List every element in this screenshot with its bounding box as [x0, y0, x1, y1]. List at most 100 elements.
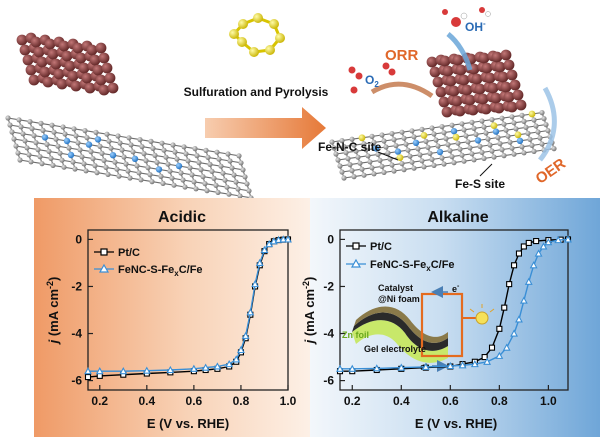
acidic-legend-fenc: FeNC-S-FexC/Fe: [118, 264, 203, 278]
alkaline-legend-fenc-marker: [350, 258, 362, 268]
alkaline-ytick-label: 0: [327, 232, 334, 246]
acidic-fenc-point: [225, 359, 234, 368]
alkaline-fenc-point: [510, 329, 518, 337]
alkaline-fenc-point: [336, 364, 344, 372]
acidic-fenc-point: [279, 235, 288, 243]
alkaline-ptc-point: [496, 325, 503, 332]
alkaline-fenc-point: [534, 249, 543, 257]
alkaline-fenc-point: [495, 351, 504, 359]
acidic-fenc-point: [255, 258, 264, 266]
alkaline-ytick-label: -6: [323, 374, 334, 388]
alkaline-ytick-label: -2: [323, 279, 334, 293]
alkaline-ticks: 0.2 0.4 0.6 0.8 1.0 0 -2 -4 -6: [323, 232, 557, 408]
acidic-xlabel: E (V vs. RHE): [147, 416, 229, 431]
alkaline-ptc-point: [506, 281, 513, 288]
inset-zn-foil: [352, 320, 448, 363]
alkaline-fenc-point: [524, 277, 533, 285]
acidic-ylabel: j (mA cm-2): [45, 277, 61, 346]
alkaline-xtick-label: 0.4: [393, 394, 410, 408]
alkaline-title: Alkaline: [427, 209, 488, 226]
alkaline-fenc-point: [539, 242, 548, 250]
acidic-legend: Pt/C FeNC-S-FexC/Fe: [94, 247, 203, 278]
alkaline-fenc-point: [554, 235, 563, 244]
acidic-fenc-point: [284, 235, 292, 243]
acidic-fenc-point: [251, 279, 259, 288]
alkaline-fenc-point: [446, 361, 455, 370]
alkaline-ptc-point: [511, 262, 518, 269]
alkaline-fenc-point: [564, 235, 572, 243]
alkaline-fenc-point: [529, 261, 538, 269]
inset-gel-electrolyte: [352, 312, 448, 351]
acidic-ptc-point: [84, 374, 92, 381]
alkaline-ptc-point: [533, 238, 540, 245]
alkaline-fenc-point: [544, 238, 553, 246]
alkaline-ptc-point: [525, 239, 532, 246]
inset-catalyst-label: Catalyst: [378, 283, 413, 293]
process-arrow: [205, 107, 326, 149]
carbon-sheet-right: [329, 110, 557, 181]
acidic-fenc-point: [142, 366, 151, 374]
alkaline-fenc-point: [458, 361, 467, 369]
acidic-ytick-label: -6: [71, 374, 82, 388]
fe-cluster-left: [16, 32, 119, 96]
oh-label: OH-: [465, 19, 486, 34]
acidic-legend-ptc-marker: [100, 248, 108, 256]
acidic-fenc-point: [119, 367, 128, 375]
lightbulb-icon: [469, 304, 495, 325]
alkaline-xtick-label: 0.6: [442, 394, 459, 408]
inset-catalyst-layer: [354, 306, 448, 343]
acidic-xtick-label: 1.0: [280, 394, 297, 408]
alkaline-ptc-point: [515, 250, 523, 257]
orr-arrow: [370, 81, 434, 99]
fenc-site-pointer: [377, 151, 399, 161]
fes-site-label: Fe-S site: [455, 177, 505, 191]
acidic-fenc-point: [213, 362, 222, 370]
inset-gel-label: Gel electrolyte: [364, 344, 426, 354]
acidic-fenc-point: [189, 364, 198, 372]
o2-label: O2: [365, 73, 379, 89]
alkaline-fenc-point: [502, 343, 511, 351]
hydroxide-molecule: OH-: [442, 7, 491, 34]
left-catalyst-structure: [5, 32, 254, 201]
oxygen-molecule: O2: [348, 62, 396, 94]
alkaline-series: [336, 235, 572, 375]
oh-arrow: [446, 32, 473, 71]
acidic-fenc-point: [241, 331, 250, 339]
alkaline-xtick-label: 1.0: [540, 394, 557, 408]
alkaline-xtick-label: 0.2: [344, 394, 361, 408]
acidic-fenc-point: [260, 245, 269, 254]
acidic-series: [84, 235, 292, 381]
alkaline-inset: e- e- Catalyst @Ni foam Zn foil Gel elec…: [342, 283, 495, 372]
alkaline-chart: 0.2 0.4 0.6 0.8 1.0 0 -2 -4 -6 e- e- Catalyst @N…: [301, 229, 572, 431]
alkaline-plot-frame: [339, 229, 569, 391]
alkaline-ytick-label: -4: [323, 327, 334, 341]
carbon-sheet-left: [5, 115, 254, 201]
acidic-legend-ptc: Pt/C: [118, 247, 140, 259]
acidic-fenc-point: [232, 355, 241, 363]
alkaline-ptc-point: [488, 344, 496, 351]
alkaline-panel-background: [310, 198, 600, 437]
acidic-ytick-label: -4: [71, 327, 82, 341]
alkaline-legend-fenc: FeNC-S-FexC/Fe: [370, 259, 455, 273]
acidic-ytick-label: 0: [75, 232, 82, 246]
fenc-site-label: Fe-N-C site: [318, 140, 382, 154]
acidic-xtick-label: 0.4: [138, 394, 155, 408]
alkaline-fenc-point: [519, 296, 528, 304]
alkaline-legend: Pt/C FeNC-S-FexC/Fe: [346, 241, 455, 273]
process-arrow-label: Sulfuration and Pyrolysis: [184, 85, 329, 99]
alkaline-ptc-point: [481, 354, 488, 361]
inset-ni-label: @Ni foam: [378, 294, 420, 304]
alkaline-fenc-point: [397, 363, 406, 371]
acidic-fenc-point: [166, 365, 175, 374]
acidic-xtick-label: 0.8: [233, 394, 250, 408]
alkaline-legend-ptc-marker: [352, 242, 360, 250]
alkaline-xtick-label: 0.8: [491, 394, 508, 408]
acidic-fenc-point: [95, 367, 104, 375]
alkaline-ylabel: j (mA cm-2): [301, 277, 317, 346]
alkaline-xlabel: E (V vs. RHE): [415, 416, 497, 431]
inset-e-top: e-: [452, 283, 460, 294]
oer-arrow: [538, 86, 557, 162]
right-catalyst-structure: [329, 49, 557, 181]
